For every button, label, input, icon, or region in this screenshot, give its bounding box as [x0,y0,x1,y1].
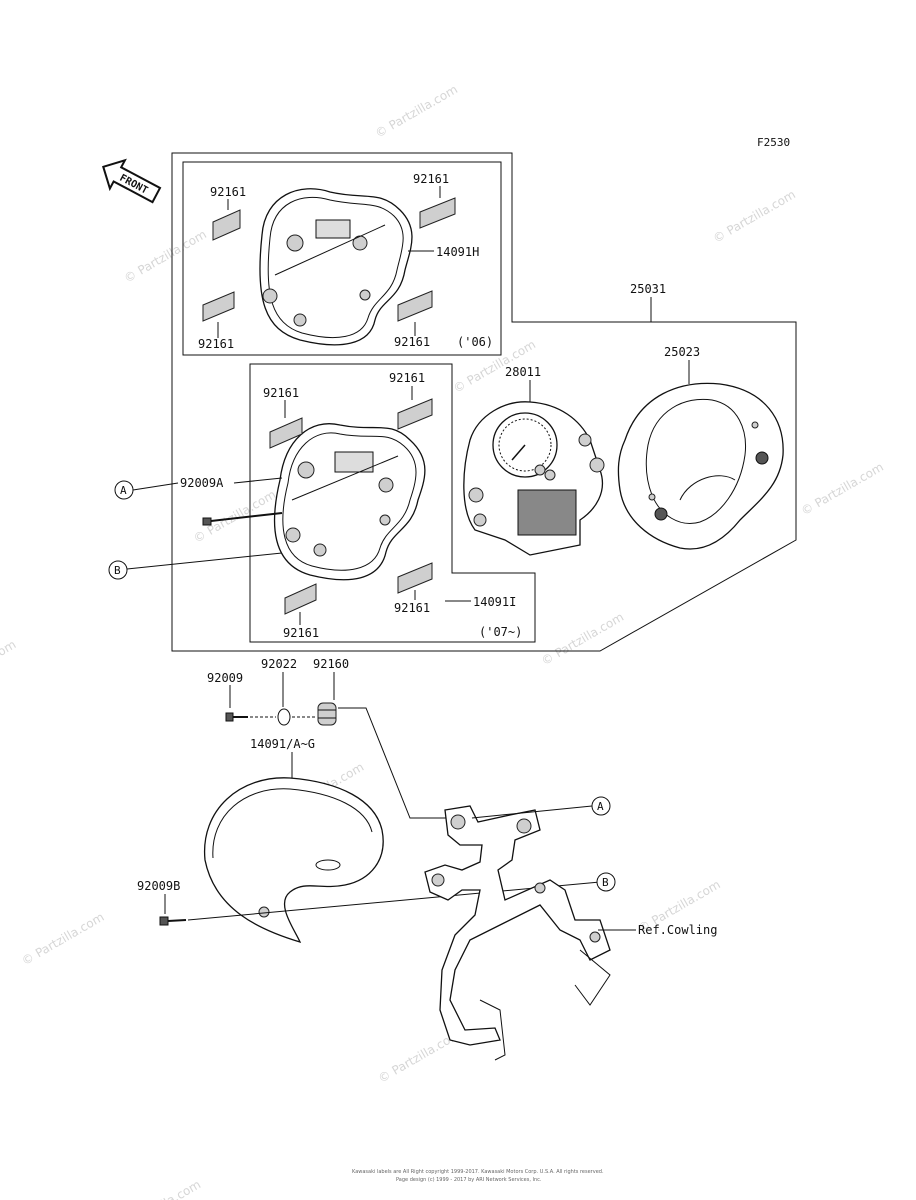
label-28011: 28011 [505,365,541,379]
footer-copyright: Kawasaki labels are All Right copyright … [352,1169,604,1175]
sticker-92161-e [269,417,303,449]
sticker-92161-g [284,583,317,615]
label-92009: 92009 [207,671,243,685]
label-14091AG: 14091/A~G [250,737,315,751]
label-92161: 92161 [263,386,299,400]
meter-housing-lower-06 [259,188,413,346]
meter-assembly-28011 [463,401,605,556]
watermark-text: © Partzilla.com [191,487,278,545]
callout-a-label: A [597,800,604,813]
label-92161: 92161 [389,371,425,385]
sticker-92161-f [397,398,433,430]
watermark-text: © Partzilla.com [116,1177,203,1200]
watermark-text: © Partzilla.com [799,460,886,518]
label-14091I: 14091I [473,595,516,609]
damper-92160 [317,702,337,726]
meter-cover-14091 [203,777,384,944]
callout-a-circle [591,796,611,816]
watermark-text: © Partzilla.com [122,227,209,285]
inner-box-2007 [249,363,536,643]
watermark-text: © Partzilla.com [19,910,106,968]
label-14091H: 14091H [436,245,479,259]
figure-code: F2530 [757,136,790,149]
label-year-06: ('06) [457,335,493,349]
watermark-text: © Partzilla.com [539,610,626,668]
watermark-text: © Partzilla.com [373,82,460,140]
front-arrow-icon: FRONT [102,158,162,204]
callout-b-label: B [602,876,609,889]
screw-92009A [202,512,283,526]
callout-b-label: B [114,564,121,577]
screw-92009 [225,712,248,722]
callout-a-label: A [120,484,127,497]
screw-92009B [159,916,187,926]
callout-b-circle [596,872,616,892]
watermark-text: © Partzilla.com [0,637,18,695]
washer-92022 [277,708,291,726]
label-25031: 25031 [630,282,666,296]
sticker-92161-c [202,291,235,322]
meter-cover-25023 [617,382,784,550]
assembly-25031-outline [171,152,797,652]
label-92009A: 92009A [180,476,224,490]
label-ref-cowling: Ref.Cowling [638,923,717,937]
label-92160: 92160 [313,657,349,671]
inner-box-2006 [182,161,502,356]
sticker-92161-h [397,562,433,594]
footer-design: Page design (c) 1999 - 2017 by ARI Netwo… [396,1177,542,1183]
label-92161: 92161 [413,172,449,186]
sticker-92161-a [212,209,241,241]
meter-bracket [424,805,611,1061]
meter-housing-lower-07 [274,423,426,581]
label-92161: 92161 [394,601,430,615]
label-92009B: 92009B [137,879,180,893]
label-year-07: ('07~) [479,625,522,639]
sticker-92161-b [419,197,456,229]
label-25023: 25023 [664,345,700,359]
label-92161: 92161 [198,337,234,351]
label-92161: 92161 [394,335,430,349]
label-92161: 92161 [283,626,319,640]
sticker-92161-d [397,290,433,322]
callout-b-circle [108,560,128,580]
label-92022: 92022 [261,657,297,671]
label-92161: 92161 [210,185,246,199]
watermark-text: © Partzilla.com [711,187,798,245]
